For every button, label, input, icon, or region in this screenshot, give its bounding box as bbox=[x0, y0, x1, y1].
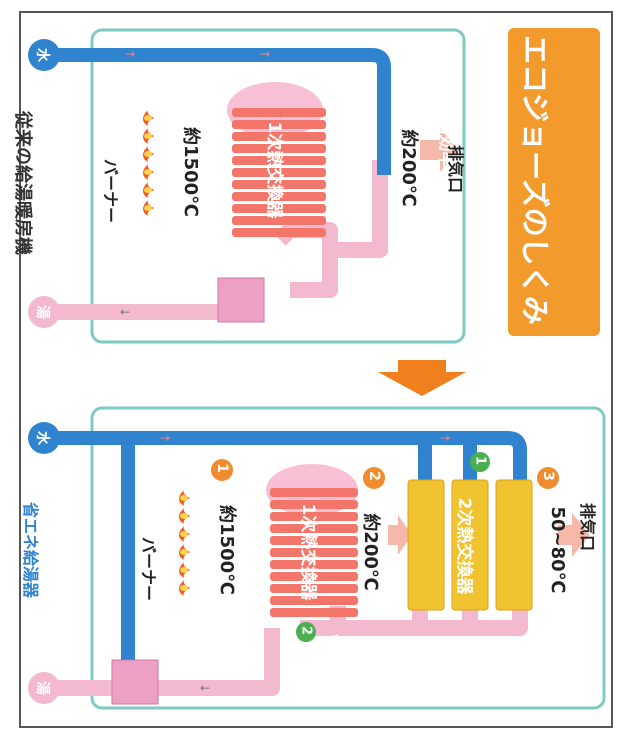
heat-exchanger-bar bbox=[270, 536, 358, 545]
title-main: エコジョーズのしくみ bbox=[518, 35, 552, 325]
green-step-2-number: 2 bbox=[298, 625, 314, 636]
conventional-junction-box bbox=[217, 277, 265, 323]
flame-core-icon bbox=[144, 169, 152, 175]
eco-burner-label: バーナー bbox=[139, 536, 158, 601]
flow-arrow: → bbox=[260, 47, 270, 61]
green-step-1-number: 1 bbox=[472, 455, 488, 466]
eco-exhaust-arrow bbox=[558, 513, 590, 557]
heat-exchanger-bar bbox=[270, 524, 358, 533]
eco-secondary-exchanger-b bbox=[451, 479, 489, 611]
green-step-2-badge bbox=[296, 622, 316, 642]
heat-exchanger-bar bbox=[232, 120, 326, 129]
conventional-water-node bbox=[28, 39, 60, 71]
step-3-number: 3 bbox=[540, 471, 556, 481]
conventional-exhaust-temp: 約200℃ bbox=[398, 129, 419, 207]
eco-caption: 省エネ給湯器 bbox=[21, 501, 40, 598]
eco-mid-arrow bbox=[388, 515, 412, 555]
outer-frame bbox=[19, 11, 613, 728]
eco-exhaust-label: 排気口 bbox=[578, 502, 597, 551]
eco-hot-node bbox=[28, 672, 60, 704]
heat-exchanger-bar bbox=[270, 572, 358, 581]
conventional-exhaust-arrow bbox=[420, 128, 458, 172]
flame-core-icon bbox=[144, 205, 152, 211]
eco-primary-heat-exchanger bbox=[270, 488, 358, 617]
eco-water-node bbox=[28, 422, 60, 454]
eco-secondary-exchanger-label: 2次熱交換器 bbox=[454, 497, 474, 595]
flow-arrow: ← bbox=[200, 681, 210, 695]
heat-exchanger-bar bbox=[232, 168, 326, 177]
flame-core-icon bbox=[180, 567, 188, 573]
eco-burner-flames bbox=[179, 490, 190, 596]
flow-arrow: → bbox=[160, 431, 170, 445]
step-2-badge bbox=[363, 467, 385, 489]
heat-exchanger-bar bbox=[232, 228, 326, 237]
flame-core-icon bbox=[180, 549, 188, 555]
flow-arrow: → bbox=[125, 47, 135, 61]
flame-core-icon bbox=[144, 151, 152, 157]
step-1-number: 1 bbox=[214, 463, 230, 473]
heat-exchanger-bar bbox=[232, 108, 326, 117]
flow-arrow: ← bbox=[120, 305, 130, 319]
conventional-burner-flames bbox=[143, 110, 154, 216]
title-box bbox=[508, 28, 600, 336]
flame-core-icon bbox=[180, 585, 188, 591]
conventional-exhaust-label: 排気口 bbox=[446, 144, 465, 193]
heat-exchanger-bar bbox=[270, 512, 358, 521]
conventional-water-label: 水 bbox=[34, 48, 50, 62]
transition-arrow bbox=[378, 360, 466, 396]
conventional-water-pipe bbox=[58, 48, 391, 175]
flame-core-icon bbox=[180, 495, 188, 501]
heat-exchanger-bar bbox=[270, 596, 358, 605]
flame-core-icon bbox=[180, 513, 188, 519]
eco-hot-label: 湯 bbox=[34, 681, 50, 695]
heat-exchanger-bar bbox=[270, 584, 358, 593]
heat-exchanger-bar bbox=[232, 216, 326, 225]
heat-exchanger-bar bbox=[232, 180, 326, 189]
eco-exhaust-temp: 50~80℃ bbox=[547, 506, 568, 594]
heat-exchanger-bar bbox=[270, 488, 358, 497]
eco-hot-pipe bbox=[58, 600, 528, 696]
heat-exchanger-bar bbox=[232, 132, 326, 141]
eco-junction-box bbox=[111, 659, 159, 705]
green-step-1-badge bbox=[470, 452, 490, 472]
eco-mid-temp: 約200℃ bbox=[360, 513, 381, 591]
step-3-badge bbox=[537, 467, 559, 489]
heat-exchanger-bar bbox=[270, 548, 358, 557]
eco-secondary-exchanger-c bbox=[495, 479, 533, 611]
heat-exchanger-bar bbox=[270, 608, 358, 617]
heat-exchanger-bar bbox=[232, 156, 326, 165]
heat-exchanger-bar bbox=[232, 192, 326, 201]
eco-secondary-exchanger-a bbox=[407, 479, 445, 611]
step-2-number: 2 bbox=[366, 471, 382, 481]
eco-water-label: 水 bbox=[34, 431, 50, 445]
conventional-caption: 従来の給湯暖房機 bbox=[12, 111, 33, 255]
flow-arrow: → bbox=[440, 431, 450, 445]
eco-burner-temp: 約1500℃ bbox=[216, 505, 237, 595]
flame-core-icon bbox=[144, 115, 152, 121]
step-1-badge bbox=[211, 459, 233, 481]
conventional-hot-node bbox=[28, 296, 60, 328]
heat-exchanger-bar bbox=[232, 144, 326, 153]
flame-core-icon bbox=[180, 531, 188, 537]
flame-core-icon bbox=[144, 133, 152, 139]
heat-exchanger-bar bbox=[270, 500, 358, 509]
conventional-burner-label: バーナー bbox=[101, 158, 120, 223]
eco-primary-exchanger-label: 1次熱交換器 bbox=[298, 503, 318, 601]
heat-exchanger-bar bbox=[270, 560, 358, 569]
conventional-burner-temp: 約1500℃ bbox=[180, 127, 201, 217]
conventional-heat-exchanger bbox=[232, 108, 326, 237]
conventional-hot-label: 湯 bbox=[34, 305, 50, 319]
flame-core-icon bbox=[144, 187, 152, 193]
conventional-heat-exchanger-label: 1次熱交換器 bbox=[264, 121, 284, 219]
heat-exchanger-bar bbox=[232, 204, 326, 213]
